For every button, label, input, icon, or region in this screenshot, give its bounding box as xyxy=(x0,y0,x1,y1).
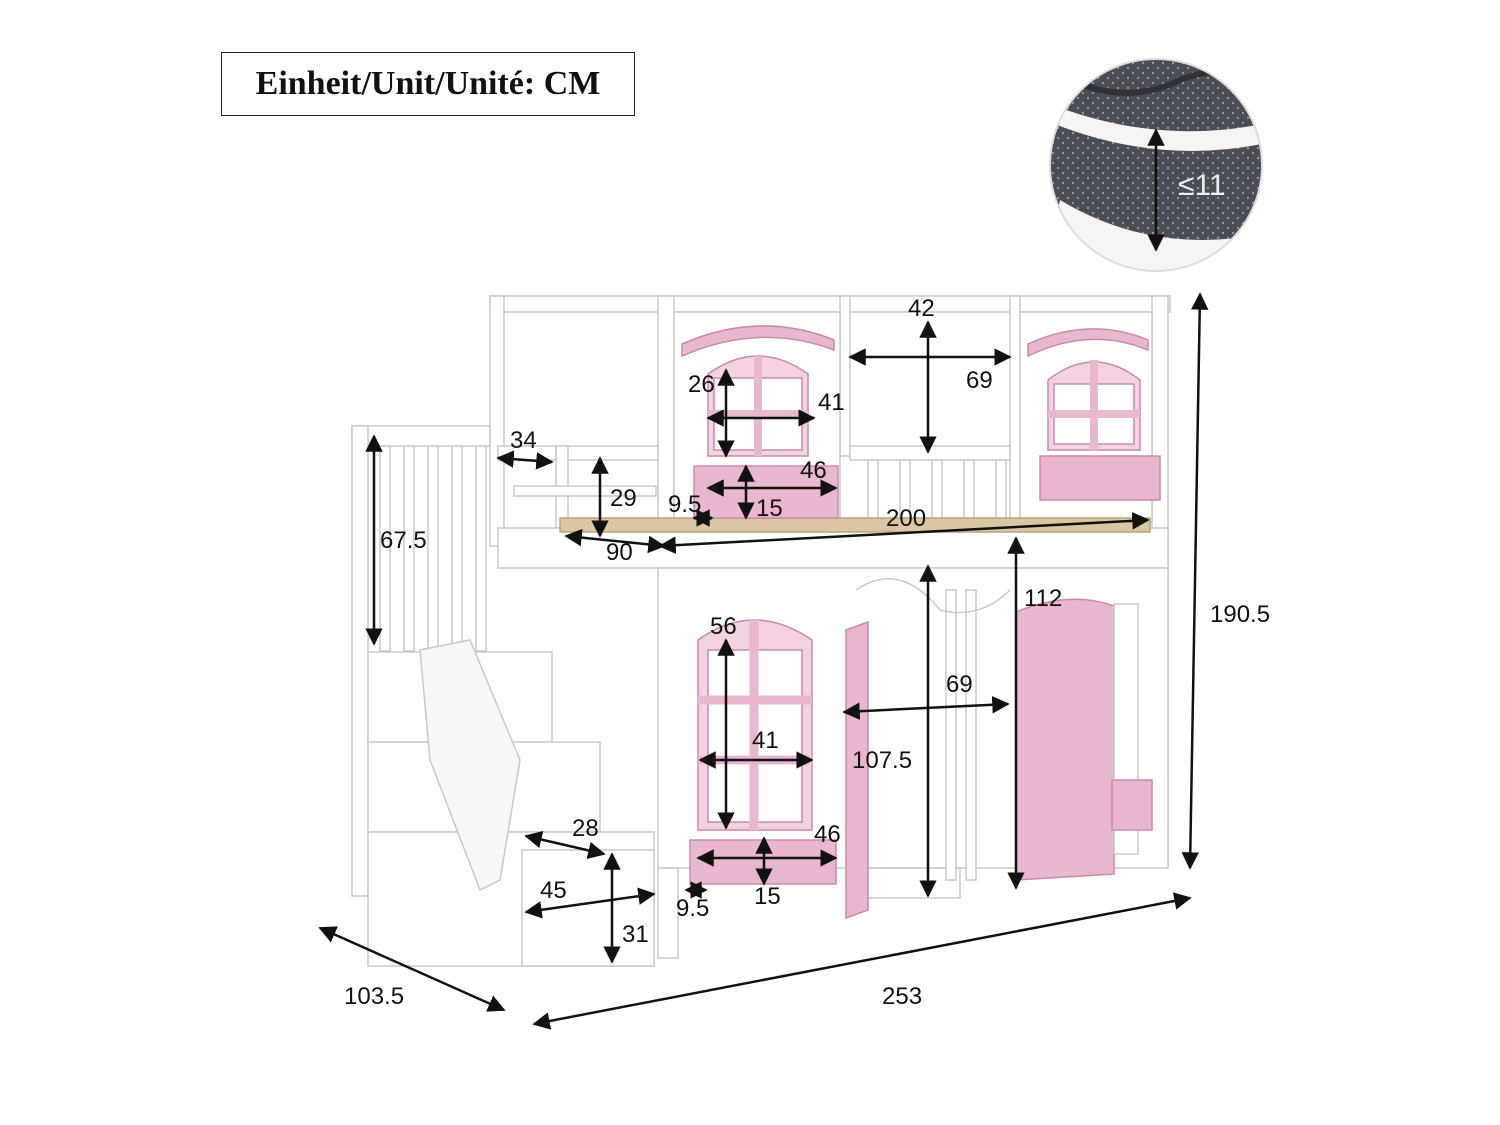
dimension-labels: 42 69 26 41 34 29 46 9.5 15 200 90 67.5 … xyxy=(344,295,1270,1010)
dim-lower-window-height: 56 xyxy=(710,613,737,640)
dim-step-width: 45 xyxy=(540,877,567,904)
dim-step-depth: 28 xyxy=(572,815,599,842)
mattress-thickness-label: ≤11 xyxy=(1178,169,1226,202)
dim-bed-width: 90 xyxy=(606,539,633,566)
dim-top-window-width: 41 xyxy=(818,389,845,416)
dim-top-roof-gap: 42 xyxy=(908,295,935,322)
bed-frame xyxy=(351,295,1171,967)
dim-lower-flowerbox-width: 46 xyxy=(814,821,841,848)
dim-lower-window-width: 41 xyxy=(752,727,779,754)
dim-top-window-height: 26 xyxy=(688,371,715,398)
dim-door-height: 112 xyxy=(1024,585,1062,612)
dimension-lines xyxy=(318,292,1209,1030)
unit-label: Einheit/Unit/Unité: CM xyxy=(221,52,635,116)
dim-top-flowerbox-width: 46 xyxy=(800,457,827,484)
dim-lower-flowerbox-depth: 9.5 xyxy=(676,895,709,922)
dim-top-flowerbox-height: 15 xyxy=(756,495,783,522)
dim-total-length: 253 xyxy=(882,983,922,1010)
dim-bed-length: 200 xyxy=(886,505,926,532)
dim-total-depth: 103.5 xyxy=(344,983,404,1010)
dim-lower-opening-width: 69 xyxy=(946,671,973,698)
mattress-inset: ≤11 xyxy=(1049,58,1263,272)
dim-stair-rail-width: 34 xyxy=(510,427,537,454)
dim-total-height: 190.5 xyxy=(1210,601,1270,628)
dim-lower-opening-height: 107.5 xyxy=(852,747,912,774)
dim-top-flowerbox-depth: 9.5 xyxy=(668,491,701,518)
dim-top-opening-width: 69 xyxy=(966,367,993,394)
dim-step-height: 31 xyxy=(622,921,649,948)
dim-stair-rail-height: 67.5 xyxy=(380,527,427,554)
dim-lower-flowerbox-height: 15 xyxy=(754,883,781,910)
dim-top-rail-height: 29 xyxy=(610,485,637,512)
